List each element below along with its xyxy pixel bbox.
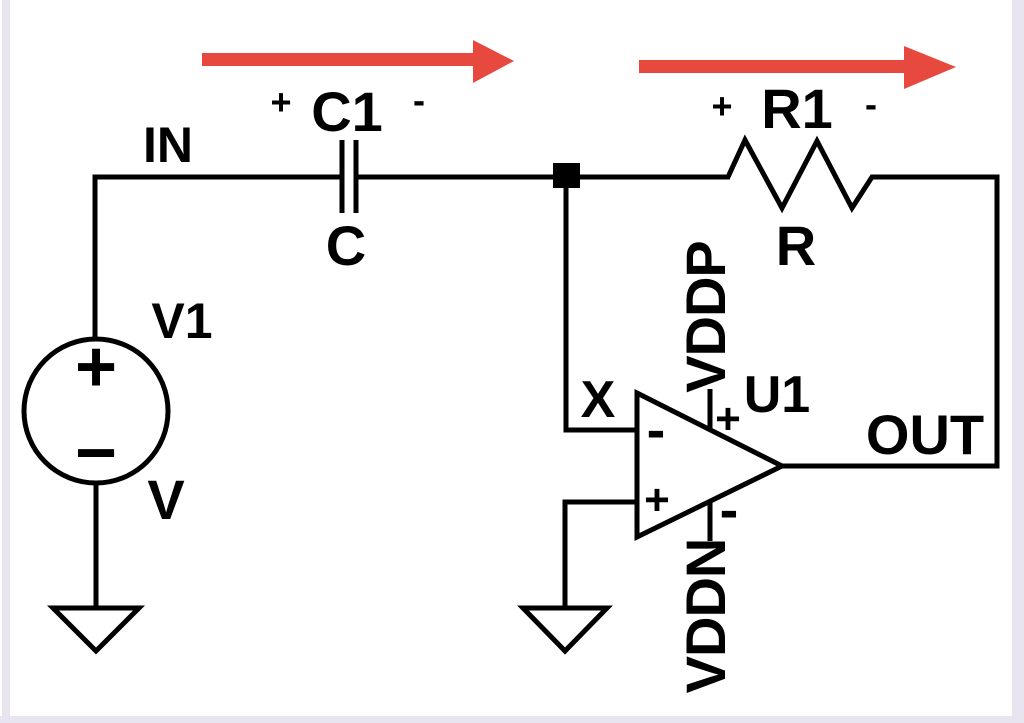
source-minus-sign: − <box>75 413 117 493</box>
opamp-positive-supply-sign: + <box>715 395 741 444</box>
ground-symbol-left <box>46 605 146 655</box>
opamp-designator: U1 <box>744 366 810 424</box>
wire-junction-to-inverting-input <box>563 186 637 433</box>
opamp-triangle <box>634 388 788 542</box>
resistor-value-label: R <box>776 214 816 277</box>
current-flow-arrow-left-icon <box>202 40 514 83</box>
capacitor-designator: C1 <box>311 80 383 143</box>
opamp-positive-supply-label: VDDP <box>674 241 737 393</box>
capacitor-symbol <box>339 140 359 213</box>
wire-noninverting-to-ground <box>562 499 637 608</box>
junction-node <box>553 163 580 188</box>
voltage-source-symbol <box>21 336 171 486</box>
frame-right <box>1012 0 1024 723</box>
wire-in-net <box>92 174 342 339</box>
capacitor-minus-sign: - <box>413 80 425 121</box>
capacitor-plus-sign: + <box>270 82 291 123</box>
source-plus-sign: + <box>75 327 117 407</box>
frame-left <box>2 0 10 723</box>
net-label-in: IN <box>143 117 193 173</box>
opamp-negative-supply-sign: - <box>720 478 739 541</box>
capacitor-value-label: C <box>326 214 366 277</box>
ground-symbol-right <box>517 605 613 655</box>
opamp-negative-supply-label: VDDN <box>674 539 737 694</box>
current-flow-arrow-right-icon <box>639 46 956 89</box>
source-designator: V1 <box>151 293 212 349</box>
resistor-plus-sign: + <box>711 86 732 127</box>
net-label-out: OUT <box>866 403 984 466</box>
opamp-inverting-sign: - <box>647 398 666 461</box>
net-label-x: X <box>581 371 616 429</box>
opamp-noninverting-sign: + <box>644 476 670 525</box>
source-value-label: V <box>147 468 184 531</box>
resistor-minus-sign: - <box>865 84 877 125</box>
resistor-designator: R1 <box>761 77 833 140</box>
resistor-and-feedback-wire <box>725 134 1000 469</box>
frame-bottom <box>0 716 1024 723</box>
